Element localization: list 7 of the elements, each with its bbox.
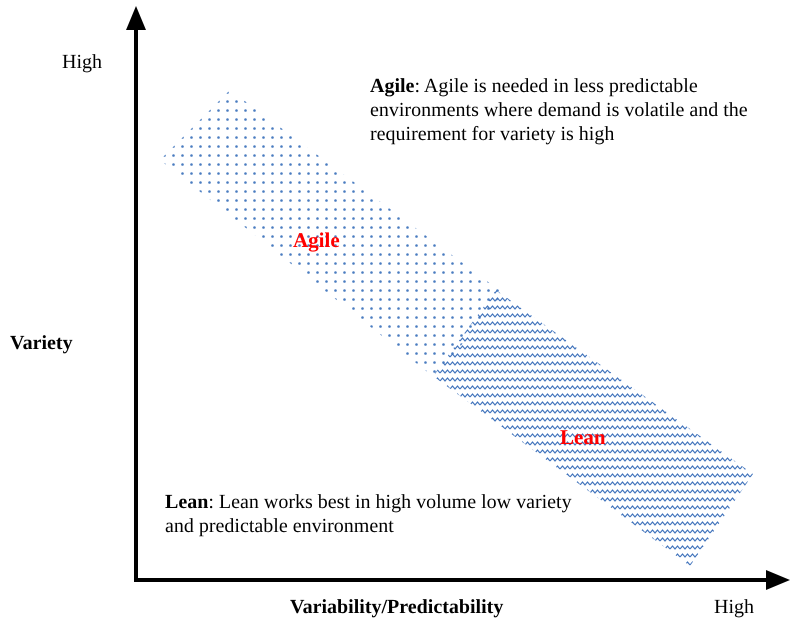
axis-title: Variety [10, 331, 74, 355]
annotation-text: High [62, 50, 103, 74]
annotation-text: High [714, 595, 755, 619]
annotation-text: Agile: Agile is needed in less predictable environments where demand is volatile and the requirement for variety is high [370, 74, 749, 146]
band-label: Agile [293, 230, 340, 251]
annotation-text: Lean: Lean works best in high volume low variety and predictable environment [165, 490, 573, 538]
axis-title: Variability/Predictability [290, 595, 504, 619]
